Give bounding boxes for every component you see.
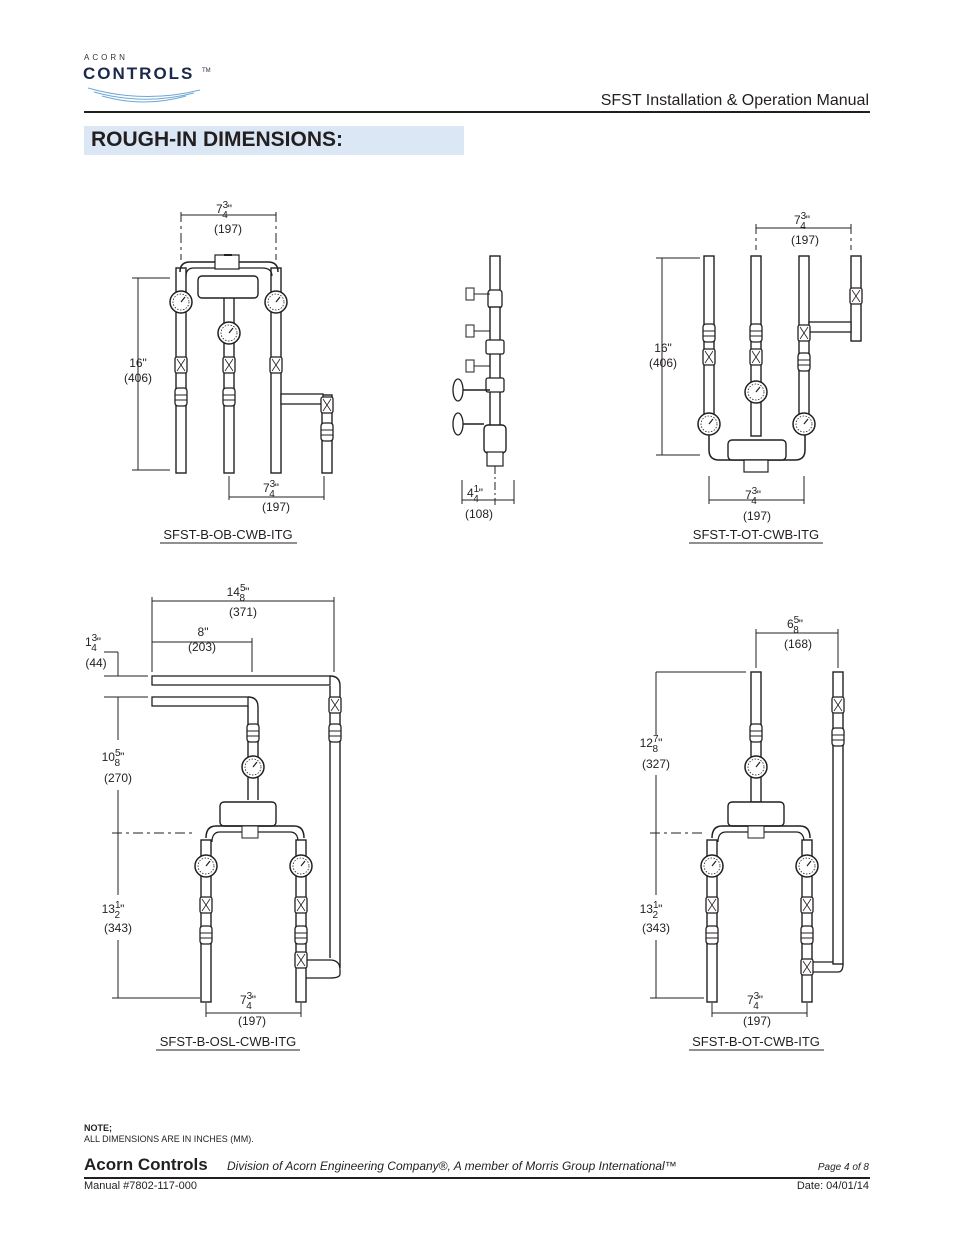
dim-mm: (168) (784, 637, 812, 651)
logo-trademark: TM (202, 68, 211, 74)
dim-label: 16" (654, 341, 672, 355)
figure-5-drawing (650, 629, 845, 1017)
dim-label: 8" (198, 625, 209, 639)
footer-company-name: Acorn Controls (84, 1155, 208, 1174)
dim-label: 16" (129, 356, 147, 370)
dim-mm: (343) (642, 921, 670, 935)
dim-mm: (197) (743, 509, 771, 523)
dim-mm: (197) (214, 222, 242, 236)
footer-page-number: Page 4 of 8 (817, 1162, 869, 1173)
section-heading-band (84, 126, 464, 155)
footer-divider (84, 1177, 870, 1179)
figure-3-drawing (656, 224, 863, 504)
manual-title: SFST Installation & Operation Manual (600, 92, 869, 109)
figure-2-drawing (452, 255, 515, 505)
footer-date: Date: 04/01/14 (796, 1180, 869, 1192)
note-title: NOTE; (84, 1123, 112, 1133)
dim-mm: (44) (85, 656, 106, 670)
figure-4-caption: SFST-B-OSL-CWB-ITG (160, 1034, 297, 1049)
dim-mm: (197) (238, 1014, 266, 1028)
figure-4-drawing (104, 597, 342, 1017)
dim-mm: (203) (188, 640, 216, 654)
section-heading: ROUGH-IN DIMENSIONS: (91, 128, 343, 151)
dim-mm: (371) (229, 605, 257, 619)
dim-mm: (406) (649, 356, 677, 370)
footer-manual-number: Manual #7802-117-000 (84, 1180, 197, 1192)
figure-1-caption: SFST-B-OB-CWB-ITG (163, 527, 292, 542)
dim-mm: (108) (465, 507, 493, 521)
figure-5-caption: SFST-B-OT-CWB-ITG (692, 1034, 820, 1049)
logo-controls-text: CONTROLS (83, 64, 195, 83)
dim-mm: (406) (124, 371, 152, 385)
logo-acorn-text: ACORN (84, 53, 128, 62)
figure-1-drawing (132, 212, 334, 500)
figure-3-caption: SFST-T-OT-CWB-ITG (693, 527, 819, 542)
footer-division-text: Division of Acorn Engineering Company®, … (227, 1159, 677, 1173)
dim-mm: (270) (104, 771, 132, 785)
header-divider (84, 111, 870, 113)
note-text: ALL DIMENSIONS ARE IN INCHES (MM). (84, 1134, 254, 1144)
dim-mm: (197) (262, 500, 290, 514)
dim-mm: (327) (642, 757, 670, 771)
dim-mm: (343) (104, 921, 132, 935)
dim-mm: (197) (743, 1014, 771, 1028)
logo-swoosh-icon (87, 87, 201, 103)
dim-mm: (197) (791, 233, 819, 247)
